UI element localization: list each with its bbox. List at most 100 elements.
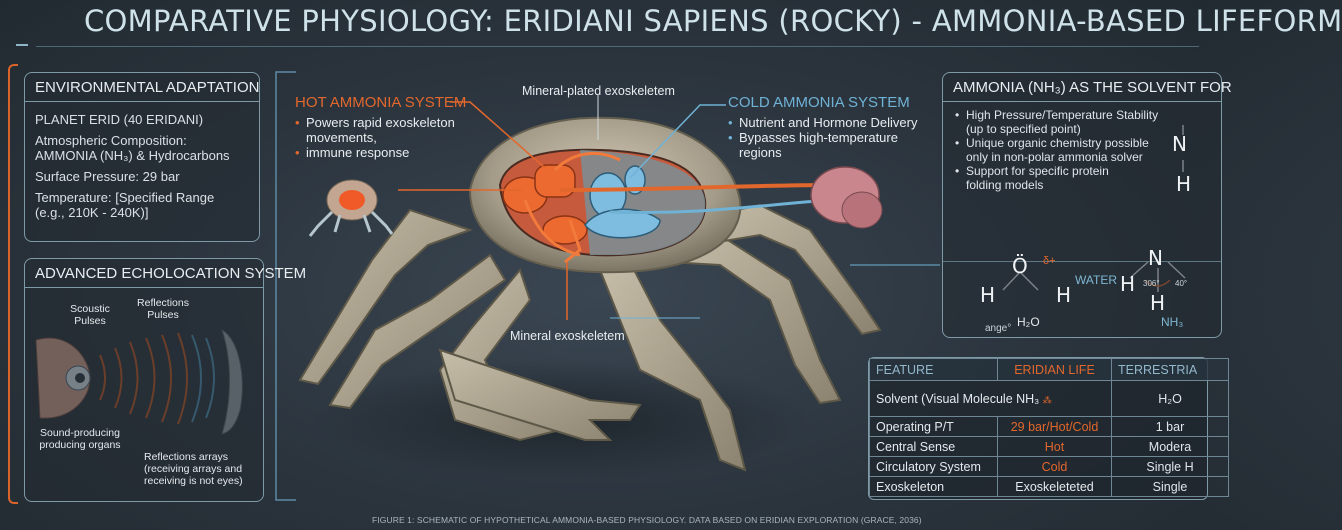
env-temperature-1: Temperature: [Specified Range: [35, 190, 215, 205]
title-accent: [16, 44, 28, 46]
cell-terrestrial: Modera: [1111, 436, 1229, 457]
cell-feature: Central Sense: [869, 436, 998, 457]
scoustic-line1: Scoustic: [70, 303, 110, 315]
rocky-illustration: [35, 71, 1186, 501]
ammonia-bullets: High Pressure/Temperature Stability(up t…: [943, 102, 1221, 192]
hot-bullet-2: immune response: [295, 145, 455, 160]
ammonia-icon-n: N: [1172, 132, 1187, 156]
header-feature: FEATURE: [869, 358, 998, 381]
title-divider: [36, 46, 1199, 47]
ammonia-bullet-2-line1: Unique organic chemistry possible: [966, 136, 1149, 150]
water-hydrogen-right: H: [1056, 283, 1072, 307]
table-header-row: FEATURE ERIDIAN LIFE TERRESTRIA: [869, 358, 1229, 381]
echolocation-panel: ADVANCED ECHOLOCATION SYSTEM: [24, 258, 306, 502]
cell-eridian: Exoskeleteted: [997, 476, 1112, 497]
cold-callout-line: [629, 104, 726, 179]
cell-feature: Exoskeleton: [869, 476, 998, 497]
table-row: Central Sense Hot Modera: [869, 436, 1229, 457]
header-terrestrial: TERRESTRIA: [1111, 358, 1229, 381]
cell-feature: Solvent (Visual Molecule NH₃ ⁂: [869, 380, 1112, 417]
ammonia-nitrogen-atom: N: [1148, 246, 1163, 270]
cell-eridian: 29 bar/Hot/Cold: [997, 416, 1112, 437]
env-atmosphere-2: AMMONIA (NH₃) & Hydrocarbons: [35, 148, 230, 163]
cell-feature: Circulatory System: [869, 456, 998, 477]
cell-terrestrial: Single H: [1111, 456, 1229, 477]
ammonia-hydrogen-left: H: [1120, 272, 1136, 296]
ammonia-heading: AMMONIA (NH₃) AS THE SOLVENT FOR: [943, 73, 1232, 102]
reflections-line2: Pulses: [147, 309, 179, 321]
cell-eridian-text: 29 bar/Hot/Cold: [1010, 419, 1099, 434]
ammonia-bullet-1: High Pressure/Temperature Stability(up t…: [955, 108, 1211, 136]
ammonia-hydrogen-bottom: H: [1150, 291, 1166, 315]
cold-bullet-2-line1: Bypasses high-temperature: [739, 130, 898, 145]
mineral-exoskeleton-label: Mineral exoskeletem: [510, 329, 625, 343]
arrays-label: Reflections arrays (receiving arrays and…: [144, 451, 262, 487]
nh3-angle-1: 306°: [1143, 279, 1160, 288]
arrays-line3: receiving is not eyes): [144, 475, 243, 487]
cell-eridian-text: Cold: [1041, 459, 1068, 474]
ammonia-icon-h: H: [1176, 172, 1192, 196]
scoustic-line2: Pulses: [74, 315, 106, 327]
hot-vessels: [523, 151, 621, 264]
cold-bullet-1: Nutrient and Hormone Delivery: [728, 115, 917, 130]
water-formula: H₂O: [1017, 315, 1040, 329]
ammonia-bullet-1-line2: (up to specified point): [966, 122, 1081, 136]
panel-connectors: [610, 264, 940, 319]
brain-organ: [810, 166, 883, 229]
sound-organ-label: Sound-producing producing organs: [30, 427, 130, 451]
ammonia-bullet-1-line1: High Pressure/Temperature Stability: [966, 108, 1159, 122]
cell-eridian: Hot: [997, 436, 1112, 457]
nh3-formula: NH₃: [1161, 315, 1184, 329]
ammonia-divider: [943, 261, 1221, 262]
solvent-feature-text: Solvent (Visual Molecule NH₃: [876, 391, 1040, 406]
cell-terrestrial: 1 bar: [1111, 416, 1229, 437]
table-row: Circulatory System Cold Single H: [869, 456, 1229, 477]
arrays-line1: Reflections arrays: [144, 451, 229, 463]
water-label: WATER: [1075, 273, 1117, 287]
table-row: Operating P/T 29 bar/Hot/Cold 1 bar: [869, 416, 1229, 437]
cold-bullet-1-text: Nutrient and Hormone Delivery: [739, 115, 918, 130]
center-bracket: [275, 71, 296, 501]
ammonia-solvent-panel: AMMONIA (NH₃) AS THE SOLVENT FOR High Pr…: [942, 72, 1232, 338]
left-bracket: [8, 64, 18, 504]
mineral-plated-label: Mineral-plated exoskeletem: [522, 84, 675, 98]
cold-bullet-2-line2: regions: [739, 145, 782, 160]
nh3-mini-structure-icon: ⁂: [1042, 394, 1052, 405]
cold-duct: [609, 198, 831, 215]
callout-lines: [398, 101, 568, 320]
cell-feature: Operating P/T: [869, 416, 998, 437]
table-row: Exoskeleton Exoskeleteted Single: [869, 476, 1229, 497]
sound-line2: producing organs: [39, 439, 121, 451]
page-title: COMPARATIVE PHYSIOLOGY: ERIDIANI SAPIENS…: [84, 4, 1342, 38]
cold-system-title: COLD AMMONIA SYSTEM: [728, 94, 910, 111]
claw: [438, 348, 642, 441]
env-planet: PLANET ERID (40 ERIDANI): [35, 112, 204, 127]
comparison-grid: FEATURE ERIDIAN LIFE TERRESTRIA Solvent …: [869, 358, 1229, 497]
sound-line1: Sound-producing: [40, 427, 120, 439]
env-temperature-2: (e.g., 210K - 240K)]: [35, 205, 149, 220]
ammonia-bullet-3-line1: Support for specific protein: [966, 164, 1109, 178]
header-eridian: ERIDIAN LIFE: [997, 358, 1112, 381]
nh3-angle-2: 40°: [1175, 279, 1188, 288]
cell-eridian: Cold: [997, 456, 1112, 477]
cold-organs: [584, 165, 661, 239]
comparison-table: FEATURE ERIDIAN LIFE TERRESTRIA Solvent …: [868, 357, 1229, 500]
echo-heading: ADVANCED ECHOLOCATION SYSTEM: [25, 259, 306, 288]
hot-system-title: HOT AMMONIA SYSTEM: [295, 94, 467, 111]
angle-label: ange°: [985, 323, 1012, 334]
cold-system-list: Nutrient and Hormone Delivery Bypasses h…: [728, 115, 917, 160]
scoustic-label: Scoustic Pulses: [60, 303, 120, 327]
arrays-line2: (receiving arrays and: [144, 463, 243, 475]
mini-rocky-icon: [308, 179, 394, 237]
env-pressure: Surface Pressure: 29 bar: [35, 169, 180, 184]
hot-bullet-2-text: immune response: [306, 145, 410, 160]
reflections-line1: Reflections: [137, 297, 189, 309]
cell-terrestrial: H₂O: [1111, 380, 1229, 417]
hot-bullet-1-line2: movements,: [306, 130, 377, 145]
table-row: Solvent (Visual Molecule NH₃ ⁂ H₂O: [869, 380, 1229, 417]
